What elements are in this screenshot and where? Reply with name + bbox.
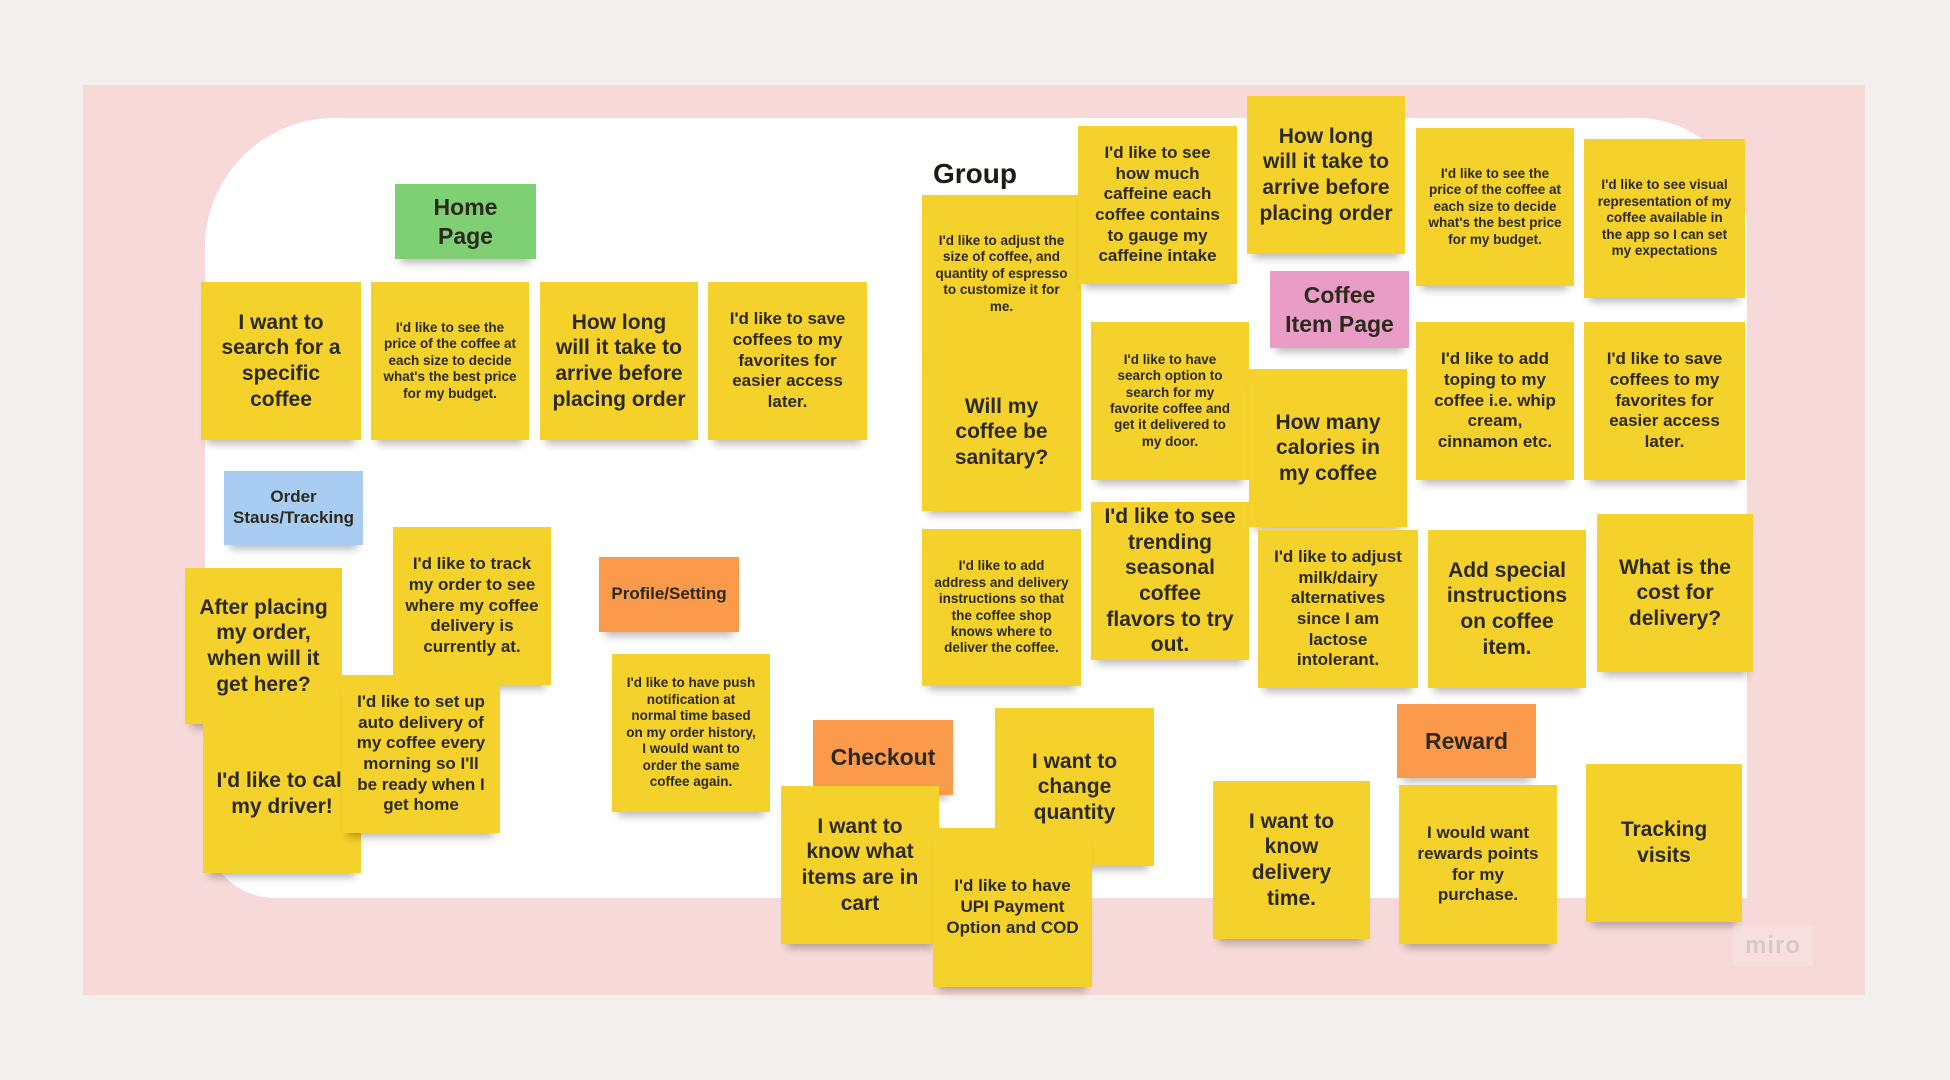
sticky-note-text: I'd like to save coffees to my favorites… [1606,349,1723,452]
sticky-note-text: After placing my order, when will it get… [199,595,328,696]
sticky-note[interactable]: Tracking visits [1586,764,1742,922]
sticky-note[interactable]: I'd like to add address and delivery ins… [922,529,1081,686]
sticky-note-text: I'd like to see visual representation of… [1597,177,1732,259]
sticky-note[interactable]: How long will it take to arrive before p… [540,282,698,440]
sticky-note[interactable]: I'd like to adjust the size of coffee, a… [922,195,1081,353]
sticky-note-text: Order Staus/Tracking [233,487,354,527]
sticky-note[interactable]: I'd like to have UPI Payment Option and … [933,828,1092,987]
sticky-note[interactable]: I'd like to adjust milk/dairy alternativ… [1258,530,1418,688]
sticky-note-text: Profile/Setting [611,584,727,604]
sticky-note-text: What is the cost for delivery? [1618,555,1731,630]
sticky-note[interactable]: I'd like to track my order to see where … [393,527,551,685]
sticky-note-text: I'd like to see the price of the coffee … [383,319,517,401]
sticky-note-text: Add special instructions on coffee item. [1446,558,1568,659]
sticky-note[interactable]: I'd like to see visual representation of… [1584,139,1745,298]
section-label-note[interactable]: Reward [1397,704,1536,778]
section-label-note[interactable]: Checkout [813,720,953,795]
sticky-note-text: I'd like to adjust the size of coffee, a… [935,232,1068,314]
sticky-note-text: I'd like to add toping to my coffee i.e.… [1434,349,1556,452]
sticky-note-text: Coffee Item Page [1285,282,1394,337]
sticky-note[interactable]: Add special instructions on coffee item. [1428,530,1586,688]
sticky-note[interactable]: I'd like to have push notification at no… [612,654,770,812]
section-label-note[interactable]: Coffee Item Page [1270,271,1409,348]
sticky-note-text: How long will it take to arrive before p… [1259,124,1393,225]
sticky-note-text: How long will it take to arrive before p… [552,310,686,411]
sticky-note-text: I'd like to save coffees to my favorites… [729,309,846,412]
sticky-note[interactable]: What is the cost for delivery? [1597,514,1753,672]
sticky-note-text: I'd like to adjust milk/dairy alternativ… [1274,546,1402,670]
group-title: Group [933,158,1017,189]
sticky-note-text: I'd like to have push notification at no… [626,675,756,790]
sticky-note-text: Will my coffee be sanitary? [954,394,1049,469]
sticky-note[interactable]: I want to know delivery time. [1213,781,1370,939]
sticky-note-text: I want to change quantity [1031,749,1118,824]
sticky-note[interactable]: How long will it take to arrive before p… [1247,96,1405,254]
sticky-note-text: I want to search for a specific coffee [221,310,341,411]
sticky-note[interactable]: I'd like to have search option to search… [1091,322,1249,480]
sticky-note[interactable]: I'd like to see how much caffeine each c… [1078,126,1237,284]
sticky-note[interactable]: Will my coffee be sanitary? [922,353,1081,511]
sticky-note-text: I'd like to see how much caffeine each c… [1095,142,1220,266]
sticky-note[interactable]: I'd like to save coffees to my favorites… [708,282,867,440]
sticky-note-text: I want to know delivery time. [1248,809,1335,910]
sticky-note[interactable]: I want to search for a specific coffee [201,282,361,440]
sticky-note[interactable]: I'd like to call my driver! [203,715,361,873]
sticky-note[interactable]: I'd like to add toping to my coffee i.e.… [1416,322,1574,480]
sticky-note[interactable]: I'd like to see the price of the coffee … [1416,128,1574,286]
miro-logo: miro [1733,926,1813,966]
sticky-note[interactable]: I'd like to see trending seasonal coffee… [1091,502,1249,660]
sticky-note-text: I would want rewards points for my purch… [1417,823,1539,905]
sticky-note[interactable]: I would want rewards points for my purch… [1399,785,1557,944]
sticky-note-text: Reward [1424,727,1509,754]
section-label-note[interactable]: Order Staus/Tracking [224,471,363,545]
sticky-note-text: I want to know what items are in cart [801,814,919,915]
sticky-note-text: I'd like to have search option to search… [1109,351,1231,449]
sticky-note[interactable]: After placing my order, when will it get… [185,568,342,724]
sticky-note-text: Home Page [433,194,498,249]
section-label-note[interactable]: Home Page [395,184,536,259]
sticky-note-text: I'd like to have UPI Payment Option and … [946,876,1079,937]
sticky-note-text: I'd like to set up auto delivery of my c… [356,691,486,815]
sticky-note-text: Tracking visits [1620,818,1708,867]
sticky-note-text: I'd like to see trending seasonal coffee… [1104,505,1236,657]
sticky-note-text: Checkout [830,744,936,771]
sticky-note-text: I'd like to track my order to see where … [405,554,539,657]
sticky-note-text: I'd like to add address and delivery ins… [934,558,1069,656]
section-label-note[interactable]: Profile/Setting [599,557,739,632]
sticky-note-text: I'd like to call my driver! [216,769,348,818]
sticky-note[interactable]: I'd like to save coffees to my favorites… [1584,322,1745,480]
sticky-note[interactable]: I'd like to set up auto delivery of my c… [342,675,500,833]
sticky-note[interactable]: How many calories in my coffee [1249,369,1407,527]
sticky-note-text: How many calories in my coffee [1275,410,1381,485]
sticky-note[interactable]: I'd like to see the price of the coffee … [371,282,529,440]
sticky-note-text: I'd like to see the price of the coffee … [1428,165,1562,247]
sticky-note[interactable]: I want to know what items are in cart [781,786,939,944]
